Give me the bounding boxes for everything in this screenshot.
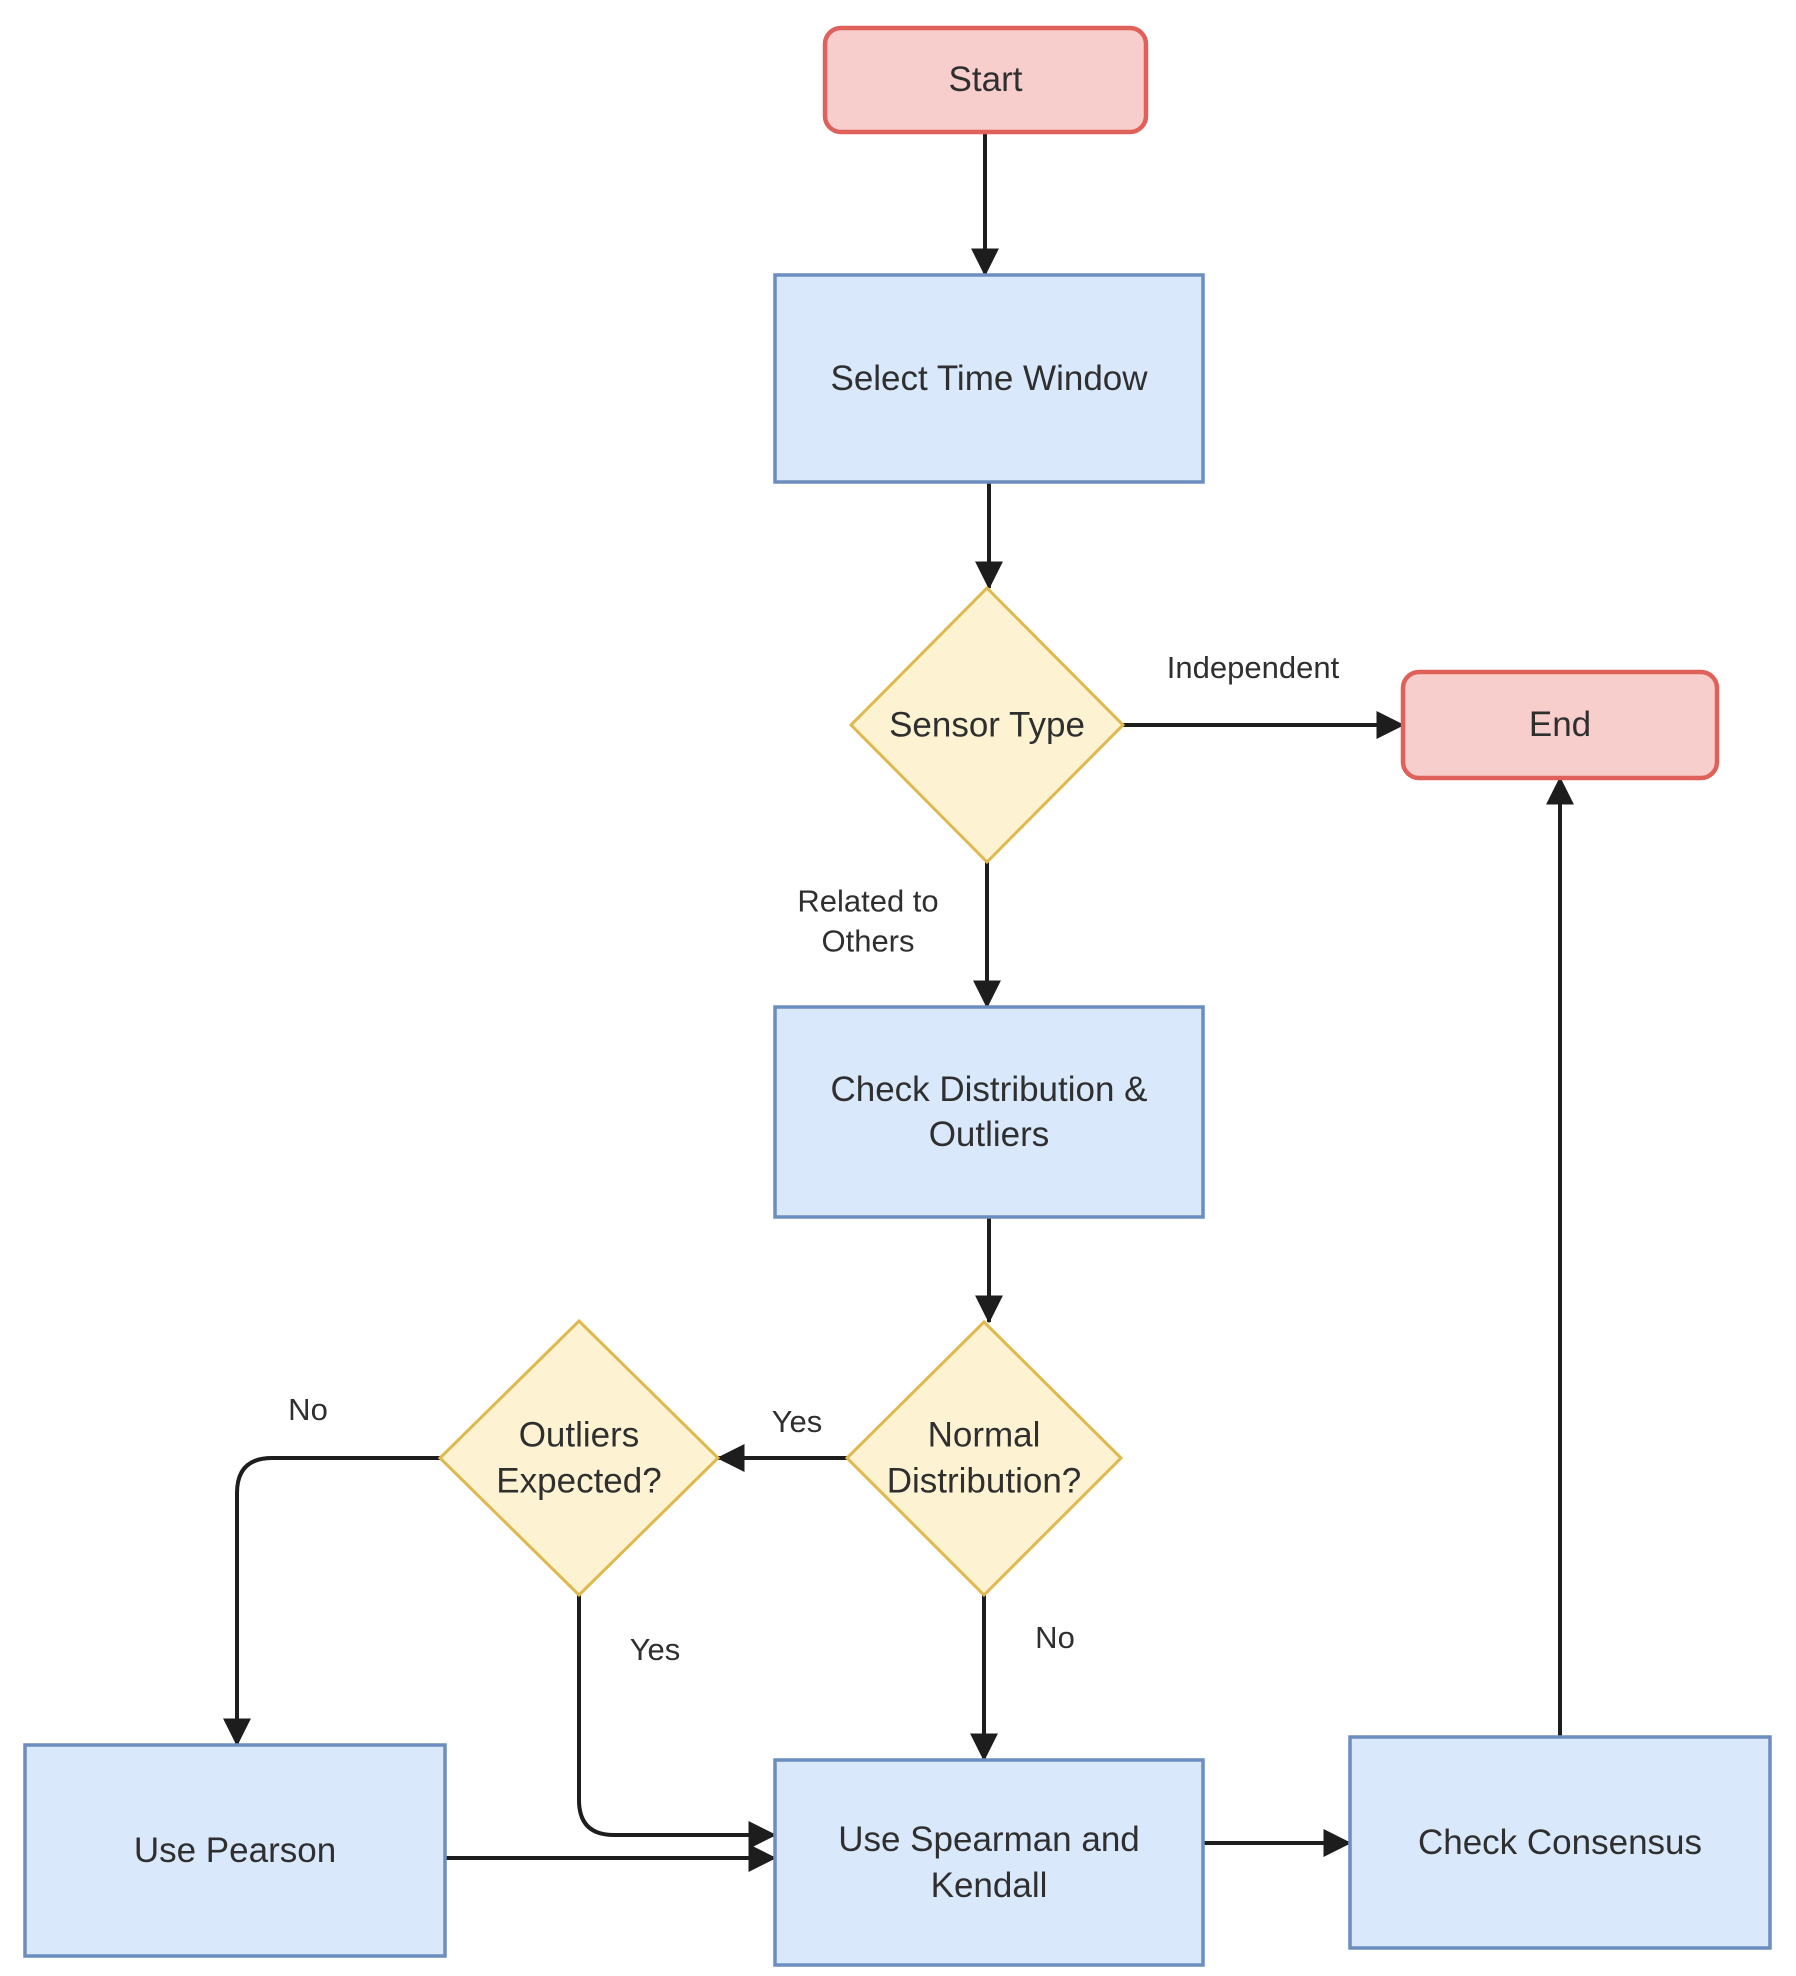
edge-label-yes-normal-distribution: Yes	[771, 1403, 823, 1439]
edge-label-no-outliers-expected: No	[288, 1391, 328, 1427]
node-check-distribution-shape	[773, 1005, 1205, 1219]
edge-label-independent: Independent	[1166, 649, 1340, 685]
node-start-shape	[822, 25, 1149, 135]
node-end-shape	[1400, 669, 1720, 781]
node-sensor-type-shape	[848, 585, 1126, 865]
node-normal-distribution-shape	[844, 1319, 1124, 1598]
node-use-spearman-shape	[773, 1758, 1205, 1967]
node-end-label: End	[1528, 705, 1592, 745]
node-check-consensus-shape	[1348, 1735, 1772, 1950]
edge-outliers-expected-to-use-spearman	[577, 1595, 777, 1849]
node-select-time-window-shape	[773, 273, 1205, 484]
node-outliers-expected-label: Outliers Expected?	[496, 1415, 662, 1501]
node-use-pearson-label: Use Pearson	[133, 1830, 337, 1870]
node-select-time-window-label: Select Time Window	[830, 358, 1148, 398]
node-sensor-type-label: Sensor Type	[889, 705, 1085, 745]
edge-label-related-to-others: Related to Others	[797, 883, 939, 959]
edge-outliers-expected-to-use-pearson	[223, 1456, 440, 1747]
node-normal-distribution-label: Normal Distribution?	[886, 1415, 1082, 1501]
node-check-distribution-label: Check Distribution & Outliers	[830, 1069, 1148, 1155]
node-outliers-expected-shape	[437, 1318, 721, 1598]
node-start-label: Start	[948, 60, 1023, 100]
node-check-consensus-label: Check Consensus	[1417, 1822, 1703, 1862]
node-use-spearman-label: Use Spearman and Kendall	[838, 1820, 1140, 1905]
node-use-pearson-shape	[23, 1743, 447, 1958]
edge-label-no-normal-distribution: No	[1035, 1619, 1075, 1655]
edge-label-yes-outliers-expected: Yes	[629, 1631, 681, 1667]
